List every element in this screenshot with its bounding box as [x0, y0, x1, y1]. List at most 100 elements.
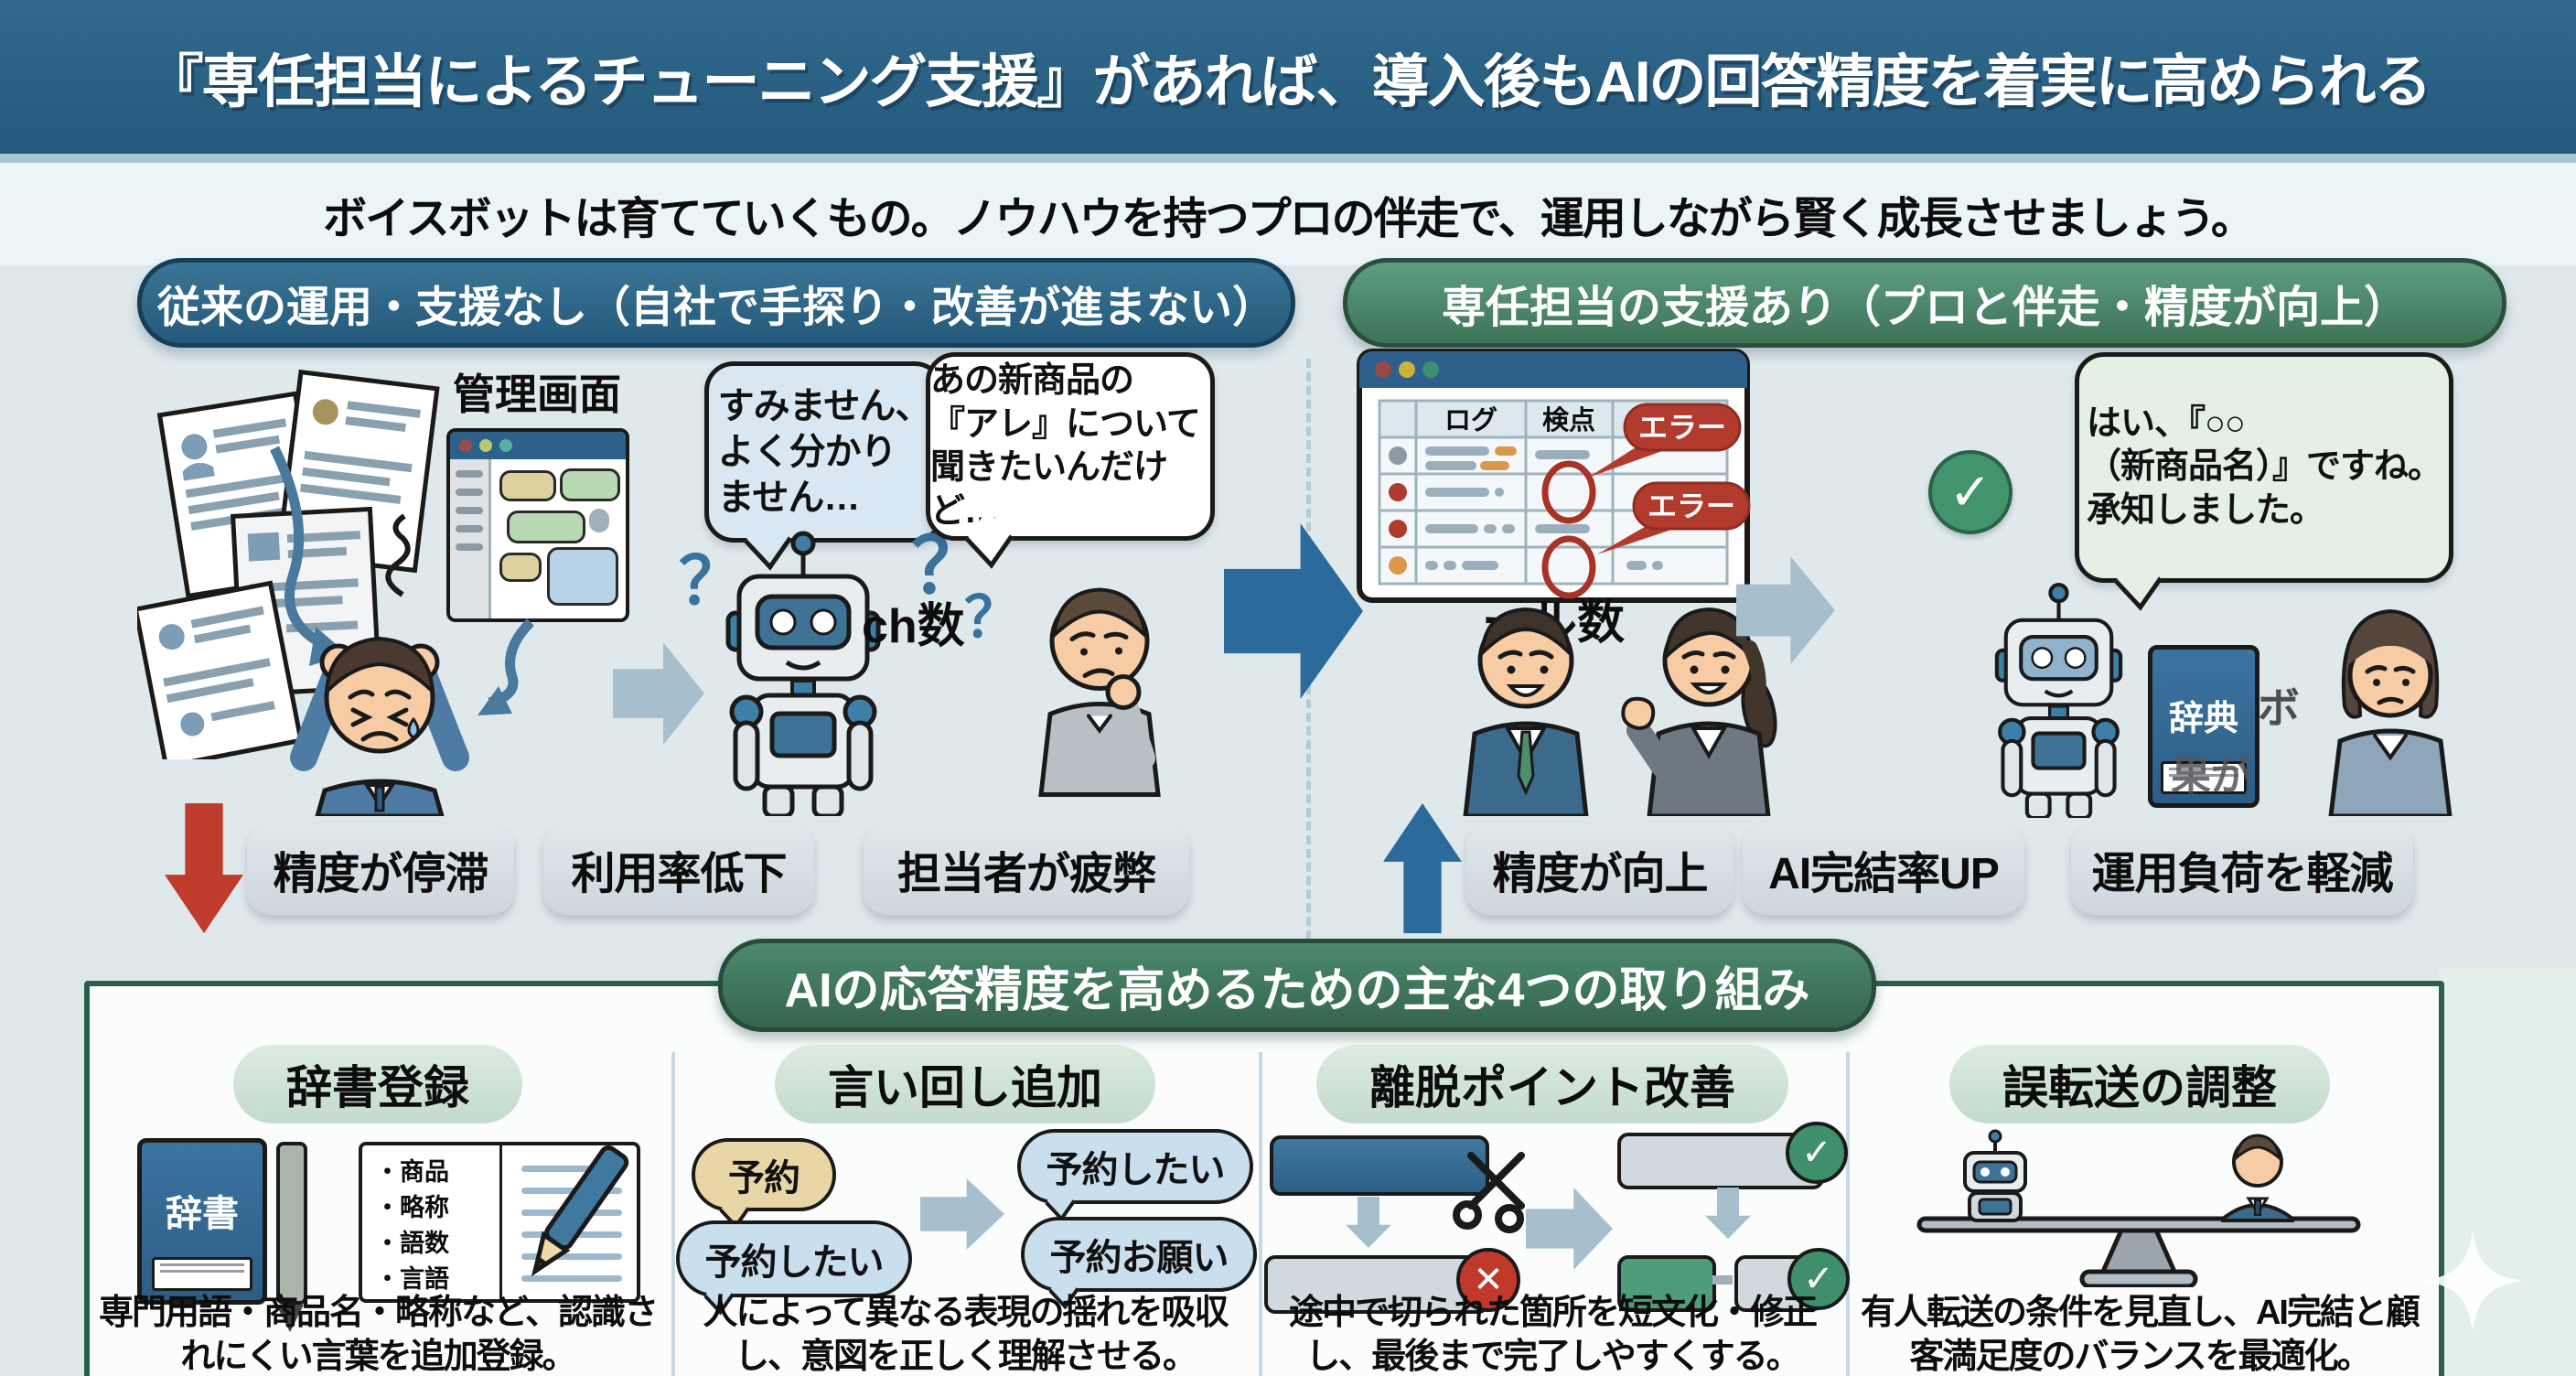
- down-arrow-icon: [165, 803, 243, 933]
- listening-woman-figure: [2328, 608, 2453, 816]
- robot-speech-bubble: すみません、 よく分かり ません…: [704, 361, 944, 543]
- phrase-bubble-after: 予約したい: [1017, 1129, 1253, 1204]
- question-mark-icon: ？: [679, 545, 746, 618]
- page-title: 『専任担当によるチューニング支援』があれば、導入後もAIの回答精度を着実に高めら…: [145, 49, 2431, 114]
- status-badge: 担当者が疲弊: [864, 823, 1189, 915]
- notebook-icon: ・商品 ・略称 ・語数 ・言語: [359, 1142, 640, 1303]
- dictionary-book-icon: 辞書: [137, 1138, 267, 1305]
- badge-text: 精度が向上: [1492, 850, 1708, 898]
- chat-bubble-icon: [547, 547, 618, 606]
- badge-text: 利用率低下: [571, 850, 787, 898]
- column-phrasing: 言い回し追加 予約 予約したい 予約したい 予約お願い 人によって異なる表現の揺…: [671, 1039, 1259, 1376]
- left-section-title: 従来の運用・支援なし（自社で手探り・改善が進まない）: [157, 282, 1275, 331]
- chat-bubble-icon: [499, 553, 542, 582]
- window-dot-icon: [459, 439, 472, 452]
- column-caption: 人によって異なる表現の揺れを吸収し、意図を正しく理解させる。: [703, 1294, 1229, 1376]
- column-title: 誤転送の調整: [2002, 1062, 2277, 1113]
- page-subtitle: ボイスボットは育てていくもの。ノウハウを持つプロの伴走で、運用しながら賢く成長さ…: [323, 195, 2255, 243]
- consultant-man-figure: [1463, 607, 1589, 816]
- admin-window-sidebar: [450, 459, 491, 618]
- cross-glyph: ✕: [1473, 1260, 1504, 1300]
- column-title-pill: 辞書登録: [233, 1045, 522, 1123]
- down-arrow-icon: [1346, 1197, 1391, 1248]
- artifact-text: ch数: [862, 600, 965, 653]
- list-item: ・言語: [375, 1265, 449, 1294]
- badge-text: 担当者が疲弊: [896, 850, 1156, 898]
- up-arrow-icon: [1383, 803, 1462, 933]
- phrase-text: 予約したい: [1046, 1150, 1226, 1190]
- phrase-bubble-after: 予約お願い: [1021, 1217, 1257, 1292]
- chat-bubble-icon: [499, 470, 556, 501]
- user-speech-bubble: あの新商品の 『アレ』について 聞きたいんだけど…: [926, 352, 1215, 541]
- phrase-text: 予約したい: [704, 1242, 885, 1283]
- scattered-documents-icon: [137, 369, 440, 759]
- error-callout-label: エラー: [1648, 489, 1735, 522]
- confused-robot-figure: [725, 531, 881, 816]
- left-scene: 管理画面: [137, 348, 1286, 816]
- check-glyph: ✓: [1801, 1133, 1832, 1173]
- chat-bubble-icon: [507, 511, 585, 543]
- phrase-bubble-before: 予約したい: [676, 1220, 912, 1297]
- list-item: ・商品: [375, 1158, 449, 1186]
- check-glyph: ✓: [1803, 1259, 1834, 1299]
- column-title: 言い回し追加: [828, 1062, 1102, 1113]
- column-transfer: 誤転送の調整: [1846, 1039, 2433, 1376]
- consultant-woman-figure: [1621, 607, 1777, 816]
- column-title: 離脱ポイント改善: [1369, 1062, 1735, 1113]
- dictionary-book-icon: 辞典: [2148, 645, 2259, 808]
- window-dot-icon: [479, 439, 492, 452]
- robot-answer-bubble: はい、『○○ （新商品名）』ですね。 承知しました。: [2075, 352, 2453, 583]
- phrase-bubble-before: 予約: [692, 1138, 836, 1211]
- right-edge-band: [2439, 968, 2576, 1376]
- success-check-icon: ✓: [1786, 1122, 1848, 1184]
- book-pages: [2160, 760, 2248, 794]
- column-caption: 専門用語・商品名・略称など、認識されにくい言葉を追加登録。: [98, 1294, 659, 1376]
- long-message-bar: [1270, 1135, 1489, 1196]
- user-bubble-text: あの新商品の 『アレ』について 聞きたいんだけど…: [930, 361, 1201, 531]
- initiatives-banner-text: AIの応答精度を高めるための主な4つの取り組み: [784, 963, 1810, 1017]
- column-caption: 有人転送の条件を見直し、AI完結と顧客満足度のバランスを最適化。: [1860, 1294, 2420, 1376]
- question-mark-icon: ？: [964, 586, 1022, 650]
- column-divider: [1259, 1052, 1262, 1376]
- column-divider: [1846, 1052, 1850, 1376]
- fail-cross-icon: ✕: [1456, 1248, 1520, 1312]
- title-band: 『専任担当によるチューニング支援』があれば、導入後もAIの回答精度を着実に高めら…: [0, 0, 2576, 163]
- blue-pen-icon: [531, 1145, 629, 1277]
- window-dot-icon: [499, 439, 512, 452]
- left-section-header: 従来の運用・支援なし（自社で手探り・改善が進まない）: [137, 258, 1295, 348]
- error-callout-label: エラー: [1638, 411, 1726, 444]
- table-col-log: ログ: [1444, 405, 1497, 435]
- column-title: 辞書登録: [286, 1062, 469, 1113]
- balance-scale-icon: [1916, 1129, 2361, 1287]
- column-divider: [671, 1052, 675, 1376]
- list-item: ・略称: [375, 1194, 449, 1222]
- robot-bubble-text: すみません、 よく分かり ません…: [717, 386, 932, 518]
- column-title-pill: 離脱ポイント改善: [1316, 1045, 1788, 1123]
- book-pages: [151, 1256, 253, 1291]
- tuned-robot-figure: [1994, 583, 2123, 818]
- sparkle-icon: [2422, 1231, 2523, 1331]
- stressed-man-figure: [290, 636, 469, 816]
- admin-screen-label: 管理画面: [453, 371, 621, 418]
- chat-bubble-icon: [560, 468, 620, 501]
- artifact-text: ボ: [2258, 684, 2300, 732]
- status-badge: AI完結率UP: [1743, 823, 2024, 915]
- pen-icon: [276, 1142, 307, 1332]
- badge-text: AI完結率UP: [1768, 850, 2000, 898]
- robot-answer-text: はい、『○○ （新商品名）』ですね。 承知しました。: [2086, 403, 2442, 530]
- status-badge: 精度が向上: [1466, 823, 1733, 915]
- status-badge: 利用率低下: [543, 823, 814, 915]
- notebook-word-list: ・商品 ・略称 ・語数 ・言語: [375, 1155, 449, 1298]
- column-title-pill: 誤転送の調整: [1949, 1045, 2330, 1123]
- artifact-text: 果が: [2171, 754, 2251, 799]
- down-arrow-icon: [1705, 1188, 1751, 1239]
- table-col-check: 検点: [1542, 405, 1595, 435]
- dictionary-book-label: 辞典: [2168, 699, 2238, 738]
- subtitle-band: ボイスボットは育てていくもの。ノウハウを持つプロの伴走で、運用しながら賢く成長さ…: [0, 163, 2576, 265]
- initiatives-banner: AIの応答精度を高めるための主な4つの取り組み: [718, 939, 1876, 1032]
- column-caption: 途中で切られた箇所を短文化・修正し、最後まで完了しやすくする。: [1288, 1294, 1818, 1376]
- status-badge: 運用負荷を軽減: [2071, 823, 2413, 915]
- right-section-title: 専任担当の支援あり（プロと伴走・精度が向上）: [1441, 284, 2408, 332]
- status-badge: 精度が停滞: [247, 823, 514, 915]
